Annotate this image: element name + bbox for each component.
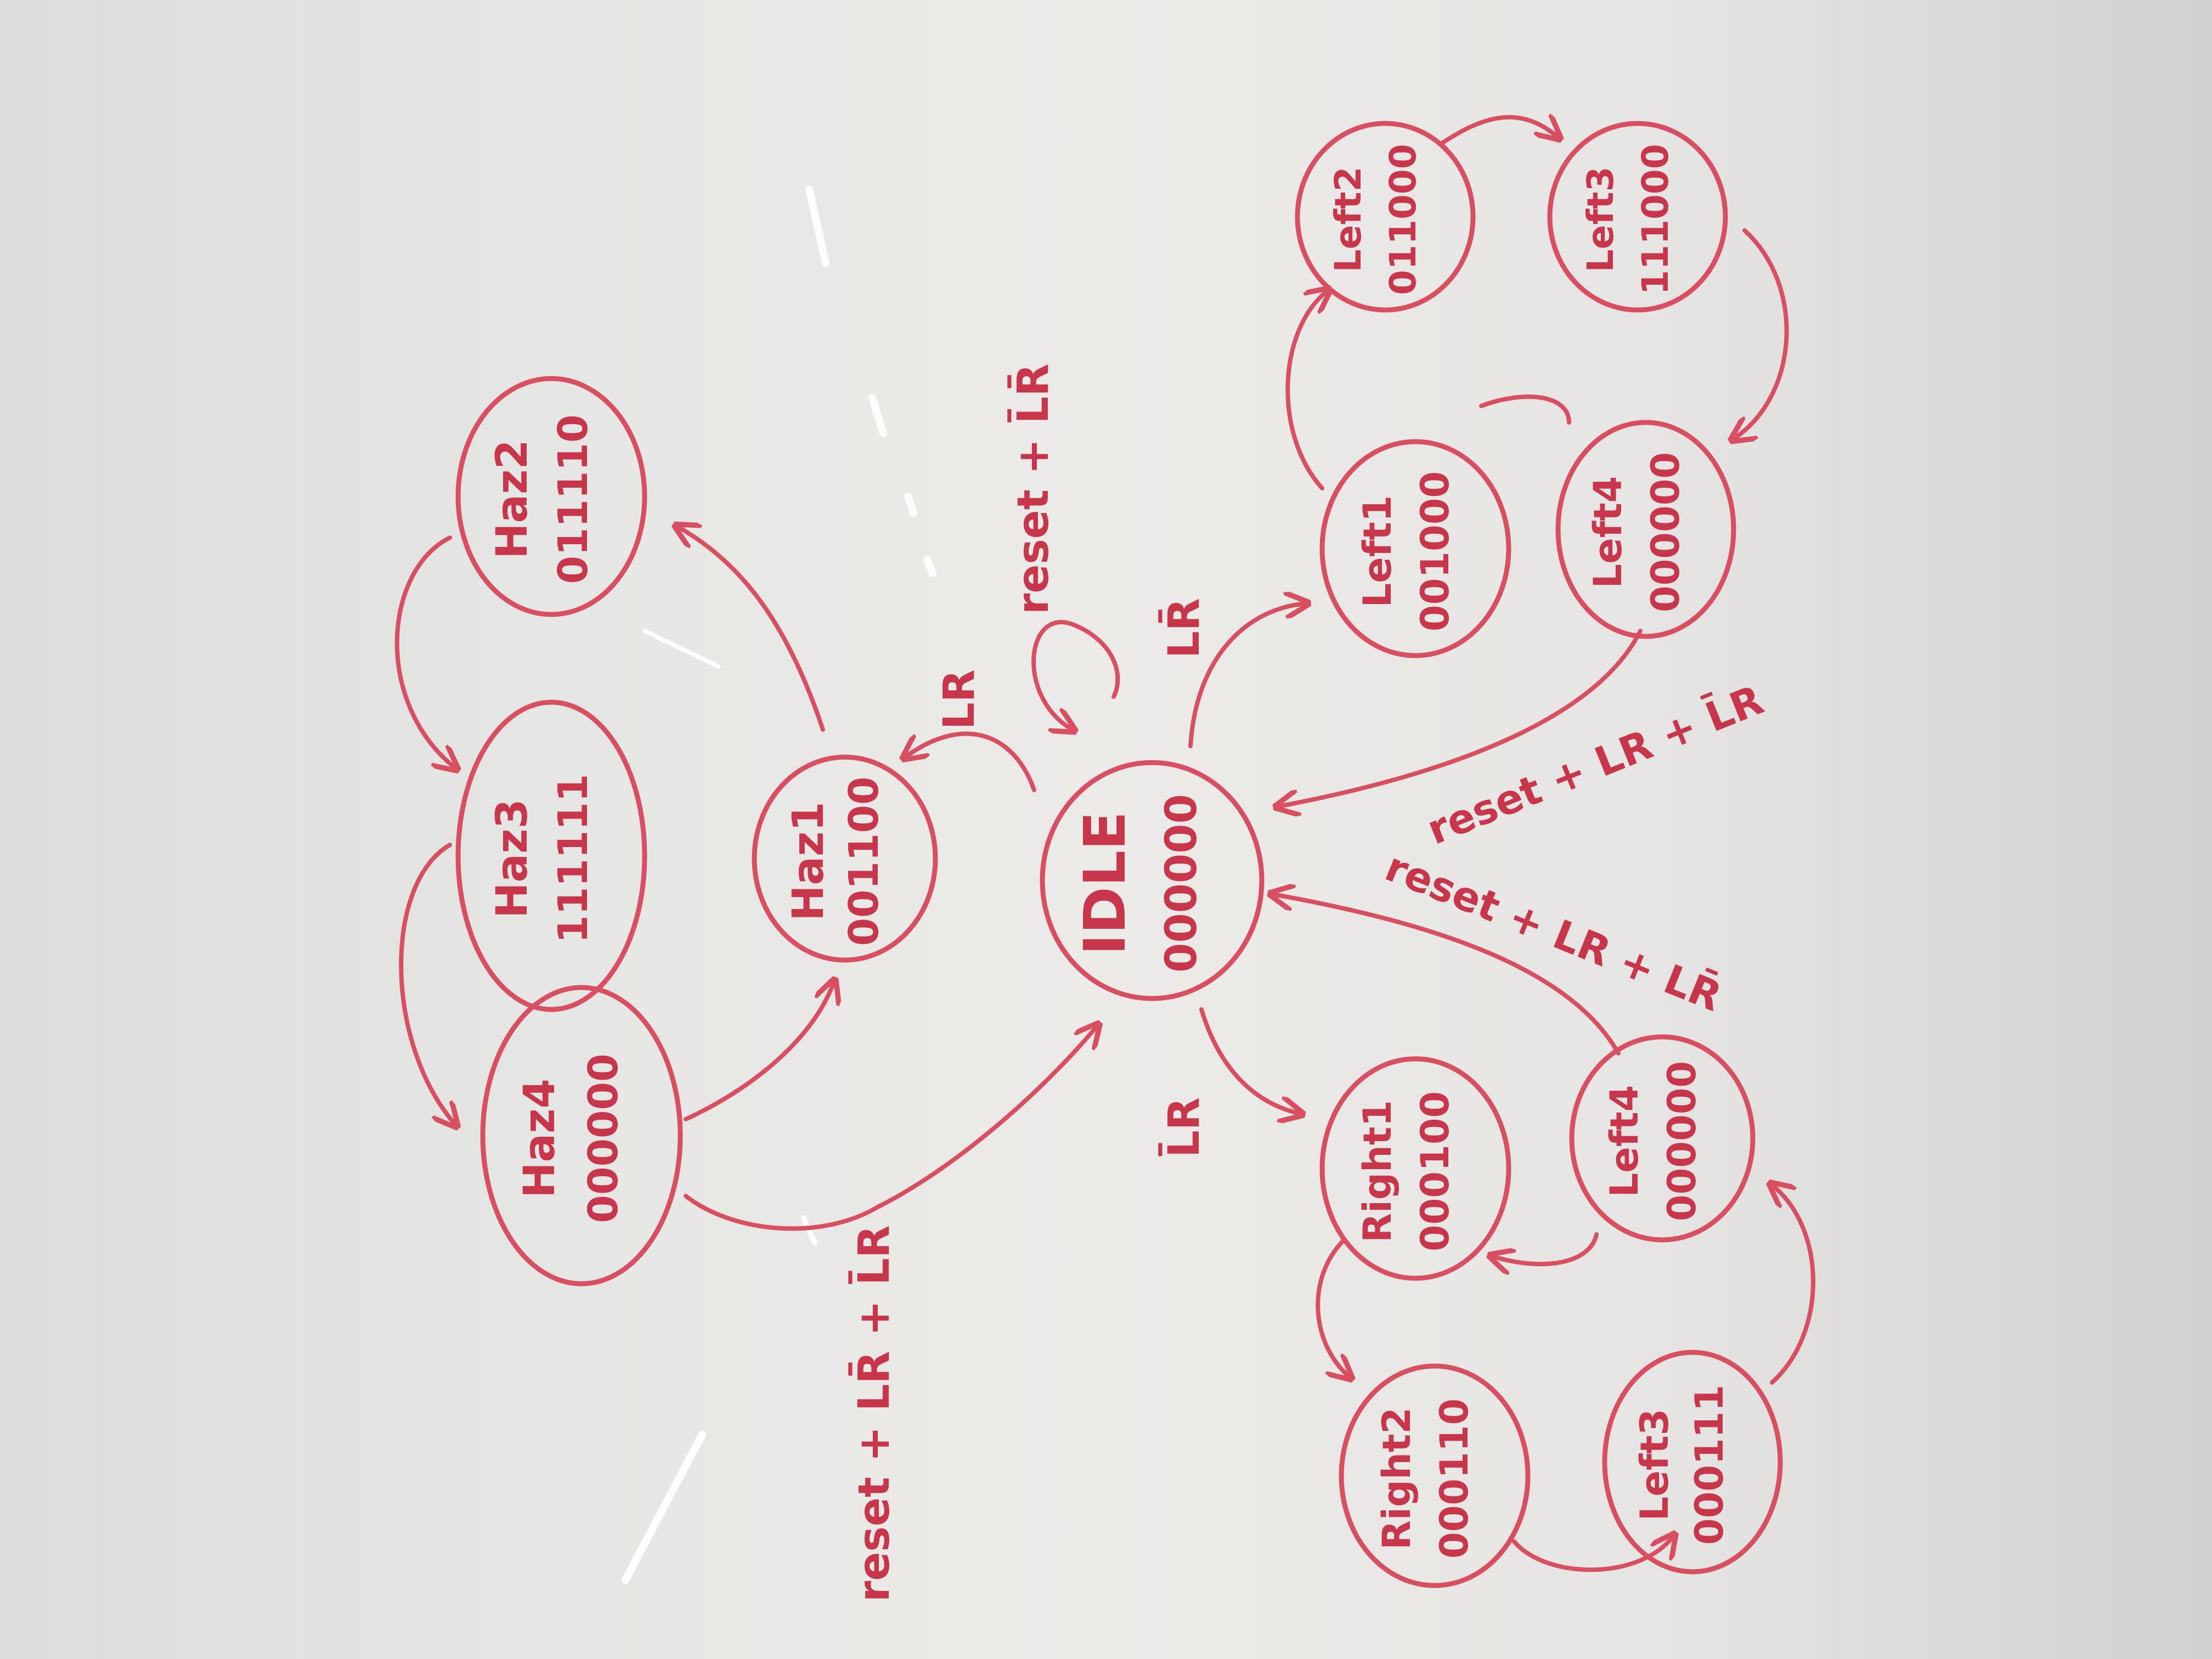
edge-haz4-idle	[684, 1026, 1097, 1231]
state-idle-code: 000000	[1157, 794, 1206, 973]
state-haz2: Haz2 011110	[455, 376, 647, 617]
svg-text:Right1: Right1	[1355, 1100, 1400, 1243]
glare-reflections	[622, 185, 936, 1584]
edge-idle-right1	[1199, 1007, 1300, 1114]
label-to-haz: LR	[935, 669, 984, 730]
edge-left4-idle	[1278, 629, 1643, 806]
svg-text:Haz4: Haz4	[515, 1079, 565, 1198]
label-to-left: LR̄	[1158, 598, 1209, 658]
edge-left3-left4	[1734, 228, 1789, 439]
transition-arrows	[394, 117, 1815, 1572]
edge-idle-self	[1031, 620, 1120, 730]
edge-right4-right1	[1492, 1232, 1599, 1264]
state-idle-name: IDLE	[1071, 811, 1138, 955]
edge-idle-left1	[1188, 603, 1306, 748]
svg-text:001100: 001100	[840, 777, 888, 946]
state-left2: Left2 011000	[1295, 121, 1476, 313]
edge-idle-haz1	[905, 731, 1036, 792]
edge-haz1-haz2	[678, 527, 825, 732]
state-right2: Right2 000110	[1339, 1363, 1531, 1588]
svg-text:Left3: Left3	[1579, 166, 1622, 272]
svg-text:Left1: Left1	[1355, 495, 1400, 608]
svg-text:000000: 000000	[1660, 1061, 1705, 1221]
svg-text:Haz2: Haz2	[488, 439, 537, 559]
state-haz1: Haz1 001100	[752, 754, 938, 963]
label-left-return: reset + LR + L̄R	[1420, 675, 1770, 854]
svg-text:000111: 000111	[1687, 1385, 1732, 1545]
svg-text:Left4: Left4	[1585, 476, 1630, 589]
svg-text:000100: 000100	[1413, 1091, 1458, 1251]
edge-haz2-haz3	[394, 535, 455, 768]
state-left1: Left1 001000	[1319, 439, 1511, 658]
svg-text:000110: 000110	[1432, 1398, 1477, 1559]
edge-left2-left3	[1441, 117, 1558, 145]
svg-text:000000: 000000	[1643, 452, 1688, 612]
edge-left1-left2	[1285, 291, 1328, 490]
edge-right3-right4	[1772, 1185, 1815, 1385]
state-right1: Right1 000100	[1319, 1056, 1511, 1281]
edge-right2-right3	[1512, 1536, 1673, 1572]
edge-haz3-haz4	[399, 843, 455, 1125]
label-idle-self: reset + L̄R̄	[1007, 364, 1058, 614]
transition-labels: reset + L̄R̄ LR LR̄ L̄R reset + LR̄ + L̄…	[848, 364, 1770, 1602]
label-haz-return: reset + LR̄ + L̄R	[848, 1225, 899, 1602]
edge-left4-left1	[1479, 394, 1571, 425]
svg-text:Haz1: Haz1	[784, 802, 833, 921]
svg-text:Left2: Left2	[1327, 166, 1369, 272]
svg-text:011000: 011000	[1382, 144, 1424, 295]
svg-text:000000: 000000	[580, 1054, 627, 1223]
state-idle: IDLE 000000	[1040, 760, 1265, 1001]
svg-text:Left3: Left3	[1632, 1409, 1677, 1521]
state-haz3: Haz3 111111	[455, 699, 647, 1012]
svg-text:111111: 111111	[550, 774, 597, 944]
svg-text:001000: 001000	[1413, 471, 1458, 631]
state-left4: Left4 000000	[1555, 420, 1736, 639]
edge-right1-right2	[1316, 1238, 1350, 1377]
state-haz4: Haz4 000000	[480, 985, 683, 1286]
state-left3: Left3 111000	[1547, 121, 1728, 313]
label-to-right: L̄R	[1158, 1097, 1209, 1158]
state-right3: Left3 000111	[1602, 1350, 1783, 1575]
svg-text:Left4: Left4	[1602, 1085, 1647, 1198]
svg-text:011110: 011110	[550, 415, 597, 584]
svg-text:Right2: Right2	[1374, 1407, 1419, 1550]
svg-text:Haz3: Haz3	[488, 799, 537, 918]
edge-right4-idle	[1273, 894, 1621, 1056]
svg-text:111000: 111000	[1634, 144, 1677, 295]
state-right4: Left4 000000	[1569, 1034, 1756, 1243]
edge-haz4-haz1	[684, 982, 834, 1121]
